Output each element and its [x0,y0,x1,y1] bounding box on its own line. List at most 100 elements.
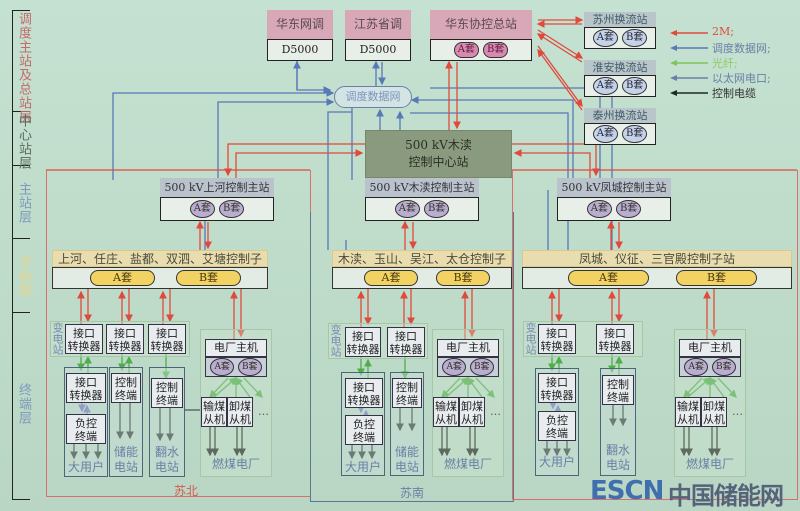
layer-label-dispatch: 调度主站及总站层 [16,12,31,124]
interface-converter-line1: 接口 [546,326,568,340]
coal-plant-label: 燃煤电厂 [674,457,746,472]
interface-converter-line2: 转换器 [69,388,103,402]
set-a-badge: A套 [684,358,708,376]
wire-eastgrid-cloud [296,60,332,94]
coal-plant-label-line1: 燃煤电厂 [443,457,492,471]
coal-plant-label: 燃煤电厂 [200,457,272,472]
more-slaves-ellipsis: … [732,405,743,418]
mudu-control-center-station: 500 kV木渎 控制中心站 [365,130,512,178]
coal-unloading-slave-line1: 卸煤 [229,399,251,413]
plant-host-label: 电厂主机 [214,341,258,354]
watermark-cn: 中国储能网 [668,482,784,510]
control-terminal-line2: 终端 [396,393,418,407]
set-b-badge: B套 [218,200,245,218]
interface-converter-line2: 转换器 [540,339,574,353]
legend-item-label: 以太网电口; [712,72,771,85]
storage-station-label-line2: 电站 [394,460,419,474]
big-user-label-line1: 大用户 [538,455,575,469]
interface-converter-line1: 接口 [114,326,136,340]
coal-unloading-slave-line1: 卸煤 [461,399,483,413]
coal-conveying-slave-line2: 从机 [677,412,699,426]
layer-divider [12,238,30,239]
control-substation-title: 木渎、玉山、吴江、太仓控制子站 [332,250,512,283]
interface-converter-line2: 转换器 [598,339,632,353]
legend-arrow-icon [670,45,708,51]
interface-converter: 接口转换器 [66,373,106,403]
interface-converter: 接口转换器 [538,373,576,403]
wire-fiber-fan [475,377,495,398]
wire-fiber-fan [209,377,229,398]
region-label-sunan: 苏南 [400,486,425,500]
big-user-label: 大用户 [64,460,108,475]
interface-converter-line2: 转换器 [389,342,423,356]
coal-plant-label-line1: 燃煤电厂 [685,457,734,471]
control-terminal-line1: 控制 [607,377,629,391]
load-control-terminal: 负控终端 [538,411,576,441]
set-a-badge: A套 [394,200,420,218]
big-user-label-line1: 大用户 [67,460,104,474]
coal-unloading-slave-line2: 从机 [461,412,483,426]
substation-label: 变电站 [329,324,342,357]
interface-converter: 接口转换器 [148,324,186,354]
set-a-badge: A套 [442,358,466,376]
set-b-badge: B套 [469,358,494,376]
jiangsu-grid-d5000: D5000 [345,39,411,61]
set-b-badge: B套 [621,125,648,143]
wire-fiber-fan [441,377,461,398]
control-terminal-line1: 控制 [396,380,418,394]
coal-conveying-slave: 输煤从机 [201,397,227,427]
coal-conveying-slave-line1: 输煤 [677,399,699,413]
set-b-badge: B套 [436,270,490,286]
main-control-station-title: 500 kV凤城控制主站 [557,178,671,197]
coal-plant-label: 燃煤电厂 [432,457,504,472]
legend-arrow-icon [670,30,708,36]
set-b-badge: B套 [176,270,241,286]
set-a-badge: A套 [592,77,618,95]
plant-host: 电厂主机 [679,339,741,357]
coal-conveying-slave-line2: 从机 [203,412,225,426]
pumped-station-label: 翻水电站 [600,443,636,473]
control-terminal-line1: 控制 [156,380,178,394]
storage-station-label-line1: 储能 [394,445,419,459]
east-grid-d5000: D5000 [267,39,333,61]
interface-converter: 接口转换器 [106,324,144,354]
layer-divider [12,165,30,166]
interface-converter: 接口转换器 [596,324,634,354]
coal-unloading-slave-line2: 从机 [229,412,251,426]
interface-converter: 接口转换器 [345,378,383,408]
set-a-badge: A套 [364,270,418,286]
interface-converter: 接口转换器 [65,324,103,354]
center-line1: 500 kV木渎 [405,138,472,152]
load-control-terminal-line2: 终端 [75,429,97,443]
center-line2: 控制中心站 [408,155,469,169]
layer-divider [12,499,30,500]
coal-unloading-slave: 卸煤从机 [227,397,253,427]
more-slaves-ellipsis: … [490,405,501,418]
load-control-terminal: 负控终端 [66,414,106,444]
converter-station-title: 泰州换流站 [584,108,656,123]
more-slaves-ellipsis: … [258,405,269,418]
watermark-escn: ESCN [590,476,664,506]
big-user-label-line1: 大用户 [344,460,381,474]
pumped-station-label-line1: 翻水 [154,445,179,459]
pumped-station-label-line1: 翻水 [605,443,630,457]
interface-converter-line1: 接口 [604,326,626,340]
coal-conveying-slave-line2: 从机 [435,412,457,426]
legend-item-label: 调度数据网; [712,42,771,55]
layer-label-terminal: 终端层 [16,383,31,425]
interface-converter-line1: 接口 [546,375,568,389]
control-terminal-line2: 终端 [607,390,629,404]
legend-arrow-icon [670,75,708,81]
pumped-station-label-line2: 电站 [154,460,179,474]
region-label-subei: 苏北 [174,484,199,498]
set-a-badge: A套 [210,358,234,376]
wire-fiber-fan [709,376,725,398]
interface-converter: 接口转换器 [387,327,425,357]
converter-station-title: 苏州换流站 [584,12,656,27]
